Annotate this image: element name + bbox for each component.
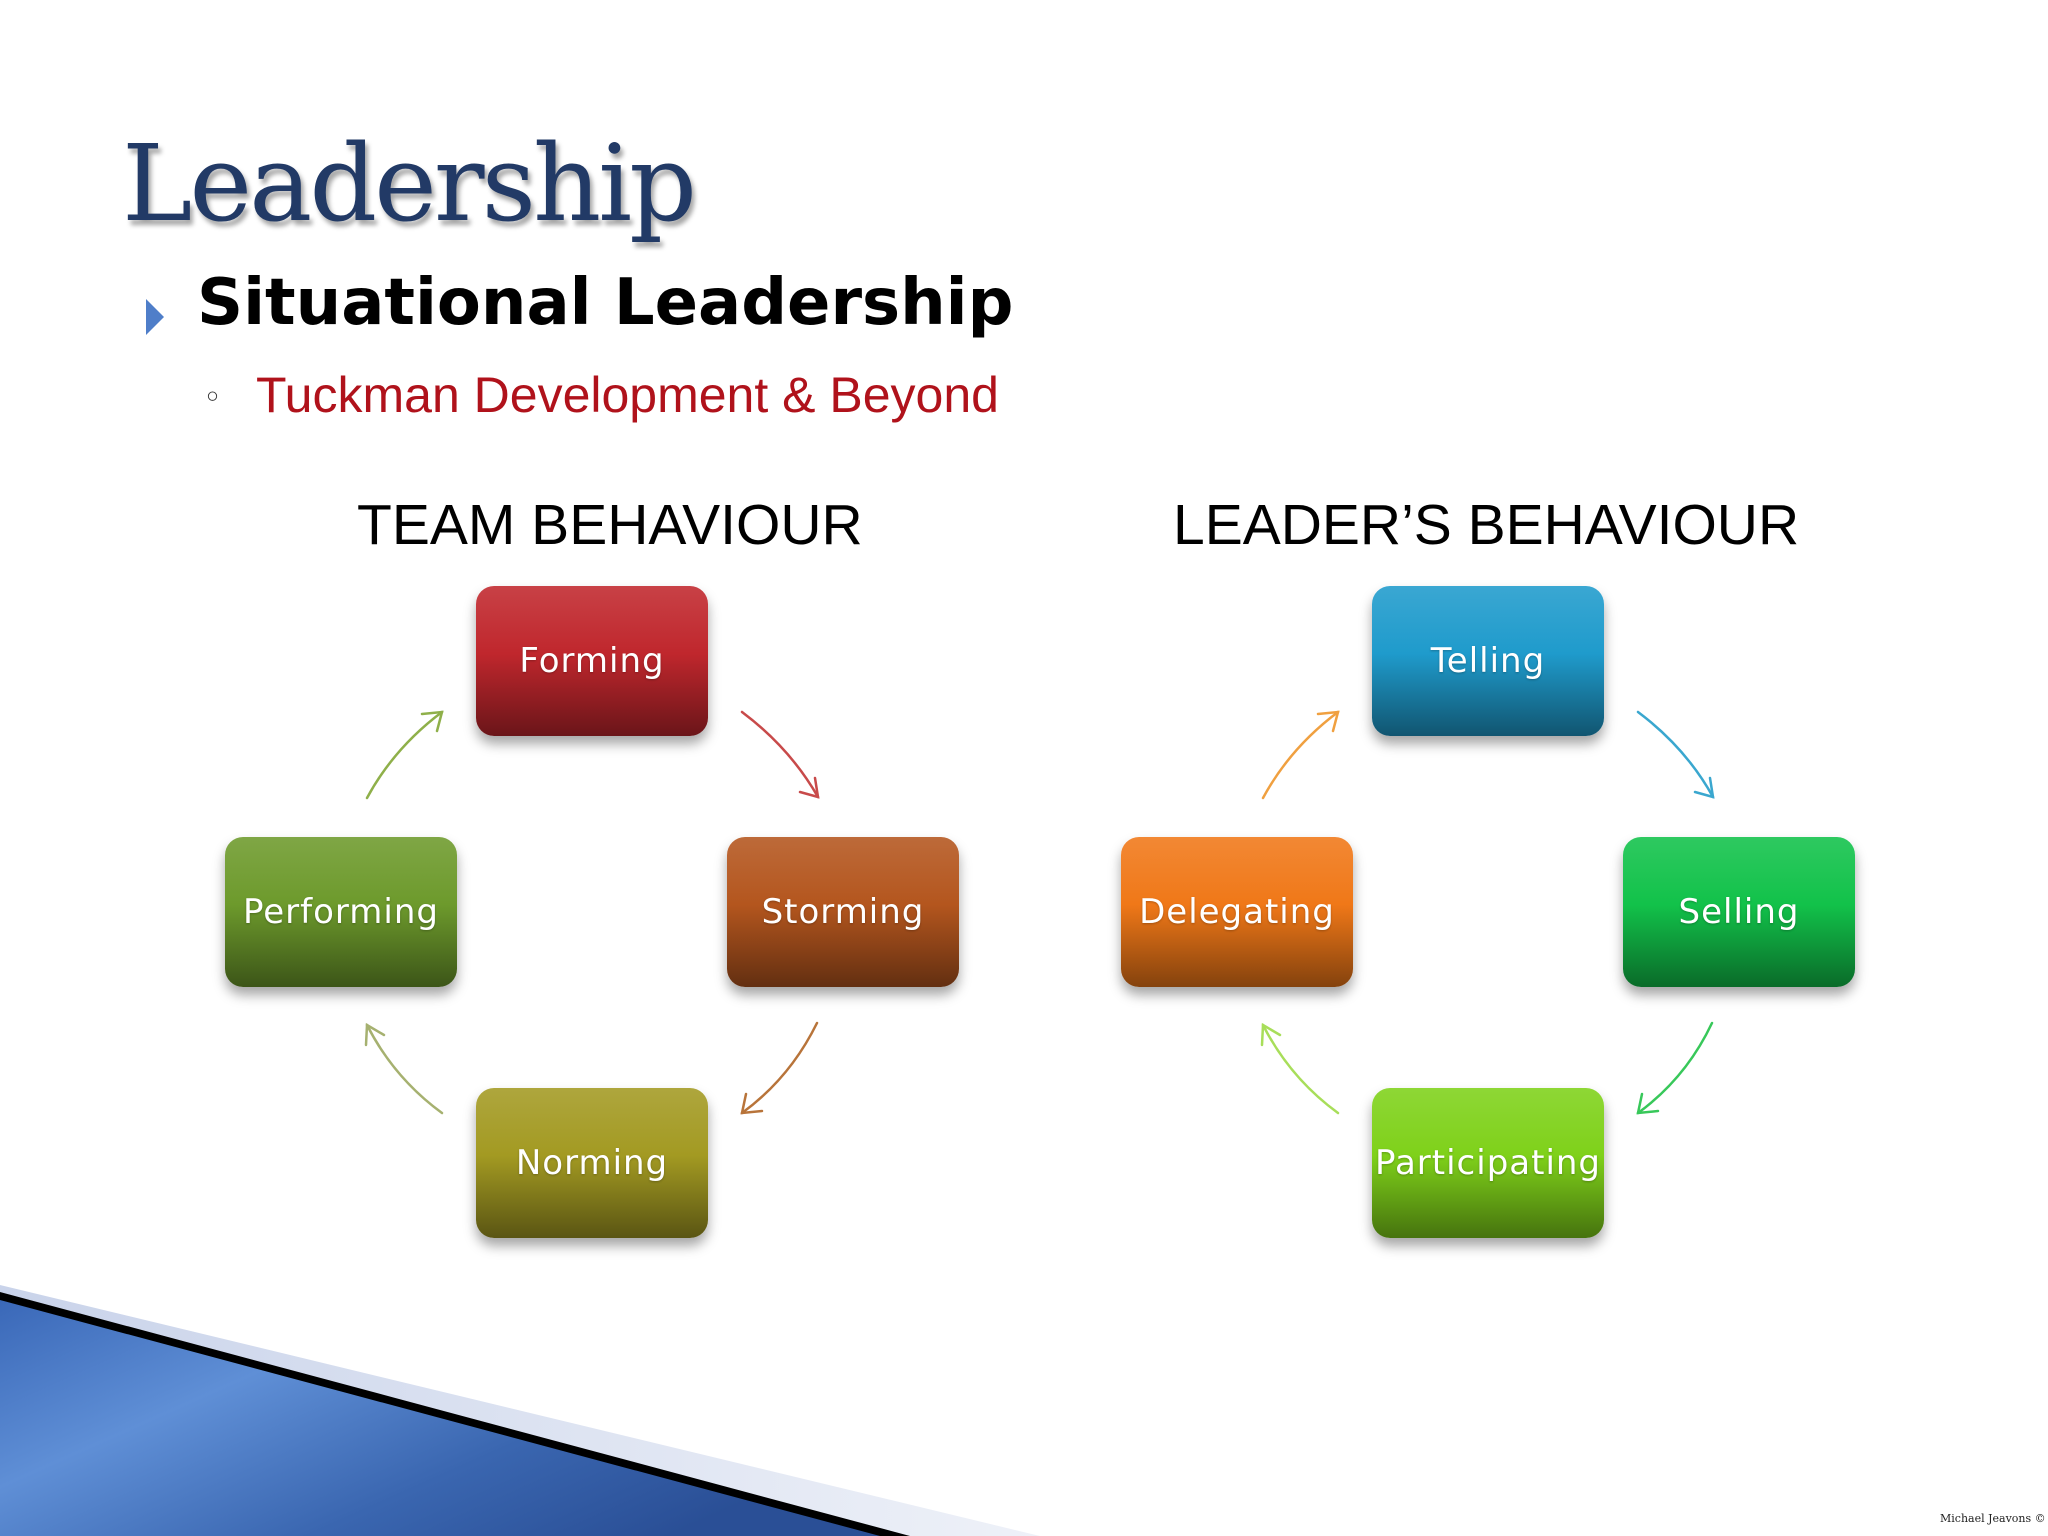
node-storming-label: Storming (761, 892, 925, 932)
arrow-delegating-to-telling (1261, 710, 1340, 800)
node-delegating-label: Delegating (1139, 892, 1335, 932)
slide-title: Leadership (122, 122, 697, 245)
arrow-forming-to-storming (740, 710, 820, 799)
footer-blue-band (0, 1300, 880, 1536)
arrow-forming-to-storming-head (798, 776, 820, 799)
bullet-situational-leadership: Situational Leadership (197, 266, 1014, 340)
team-behaviour-heading: TEAM BEHAVIOUR (357, 493, 863, 557)
arrow-storming-to-norming (740, 1021, 819, 1115)
node-selling-label: Selling (1678, 892, 1800, 932)
arrow-selling-to-participating-head (1636, 1092, 1660, 1115)
arrow-performing-to-forming (365, 710, 444, 800)
arrow-participating-to-delegating (1261, 1023, 1340, 1115)
node-telling-label: Telling (1430, 641, 1546, 681)
node-forming: Forming (476, 586, 708, 736)
sub-bullet-circle-icon: ◦ (203, 378, 222, 416)
arrow-telling-to-selling-head (1693, 776, 1715, 799)
leaders-behaviour-heading: LEADER’S BEHAVIOUR (1173, 493, 1800, 557)
node-storming: Storming (727, 837, 959, 987)
node-performing: Performing (225, 837, 457, 987)
arrow-delegating-to-telling-head (1316, 710, 1340, 733)
arrow-performing-to-forming-head (420, 710, 444, 733)
arrow-selling-to-participating (1636, 1021, 1714, 1115)
author-credit: Michael Jeavons © (1940, 1512, 2046, 1525)
node-performing-label: Performing (242, 892, 440, 932)
bullet-arrow-icon (146, 299, 164, 335)
arrow-storming-to-norming-head (740, 1092, 764, 1115)
node-forming-label: Forming (519, 641, 665, 681)
node-telling: Telling (1372, 586, 1604, 736)
arrow-norming-to-performing-head (364, 1022, 386, 1047)
node-selling: Selling (1623, 837, 1855, 987)
arrow-norming-to-performing (365, 1023, 444, 1115)
node-norming-label: Norming (515, 1143, 669, 1183)
arrow-telling-to-selling (1636, 710, 1715, 799)
arrow-participating-to-delegating-head (1260, 1022, 1282, 1047)
sub-bullet-tuckman: Tuckman Development & Beyond (256, 367, 999, 423)
node-participating-label: Participating (1374, 1143, 1602, 1183)
node-delegating: Delegating (1121, 837, 1353, 987)
node-norming: Norming (476, 1088, 708, 1238)
node-participating: Participating (1372, 1088, 1604, 1238)
